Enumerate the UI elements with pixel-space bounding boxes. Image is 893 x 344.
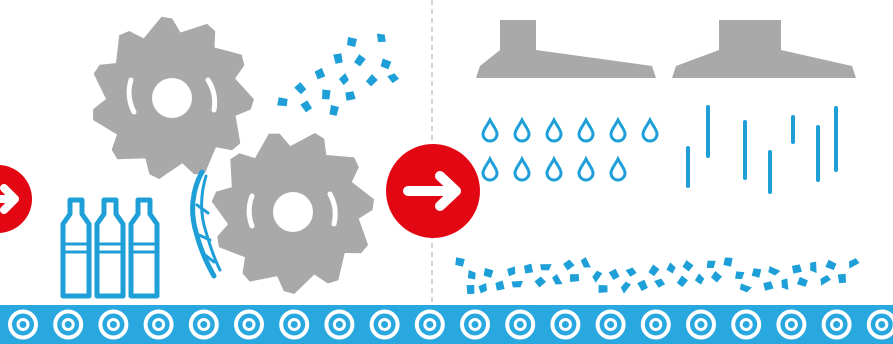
plastic-flake	[580, 256, 591, 269]
plastic-flake	[293, 81, 307, 95]
plastic-flake	[465, 268, 479, 283]
plastic-flake	[836, 272, 847, 284]
plastic-flake	[476, 281, 490, 296]
plastic-flake	[313, 67, 327, 81]
plastic-flake	[762, 280, 775, 293]
plastic-flake	[343, 89, 356, 102]
water-streams	[688, 107, 836, 192]
plastic-flake	[562, 258, 575, 271]
droplet-icon	[611, 159, 625, 180]
plastic-flake	[338, 72, 350, 86]
droplet-icon	[483, 120, 497, 141]
plastic-flake	[637, 279, 648, 291]
plastic-flake	[704, 257, 719, 271]
plastic-flake	[533, 275, 546, 288]
plastic-flake	[818, 274, 831, 285]
droplet-icon	[547, 159, 561, 180]
arrow-right-icon	[386, 144, 480, 238]
plastic-flake	[352, 53, 367, 68]
plastic-flake	[347, 37, 357, 47]
plastic-flake	[504, 264, 518, 279]
washing-hood-icon	[672, 20, 856, 78]
bottle-icon	[63, 200, 89, 296]
plastic-flake	[539, 262, 551, 271]
plastic-flake	[647, 263, 661, 277]
plastic-flake	[847, 258, 860, 269]
plastic-flake	[386, 72, 400, 85]
plastic-flake	[752, 268, 762, 278]
plastic-flake	[619, 280, 633, 293]
droplet-icon	[547, 120, 561, 141]
plastic-flake	[568, 272, 580, 283]
plastic-flake	[380, 58, 391, 69]
plastic-flake	[795, 275, 809, 289]
droplet-icon	[579, 120, 593, 141]
droplet-icon	[643, 120, 657, 141]
plastic-flake	[675, 274, 689, 288]
plastic-flake	[652, 277, 666, 290]
plastic-flake	[590, 269, 603, 282]
plastic-flake	[624, 266, 638, 279]
plastic-flake	[275, 95, 289, 109]
plastic-flake	[608, 268, 620, 280]
plastic-flake	[455, 257, 465, 267]
plastic-flake	[723, 257, 733, 267]
plastic-flake	[327, 103, 341, 117]
droplet-icon	[611, 120, 625, 141]
plastic-flake	[682, 260, 695, 273]
plastic-flakes	[275, 30, 400, 117]
plastic-flake	[300, 100, 313, 114]
washing-hood-icon	[476, 20, 656, 78]
plastic-flake	[666, 262, 677, 275]
plastic-flake	[551, 273, 562, 286]
saw-blade-icon	[212, 133, 374, 294]
water-droplets	[483, 120, 657, 180]
plastic-flake	[824, 258, 838, 272]
plastic-flake	[738, 282, 752, 294]
plastic-flake	[522, 263, 534, 275]
washed-flakes	[455, 256, 860, 295]
plastic-flake	[781, 278, 789, 290]
plastic-flake	[373, 30, 388, 46]
plastic-flake	[694, 273, 704, 285]
stage-shredding	[63, 17, 400, 296]
plastic-flake	[732, 268, 747, 282]
droplet-icon	[515, 159, 529, 180]
plastic-flake	[511, 280, 523, 289]
conveyor-belt	[0, 305, 893, 344]
plastic-flake	[790, 263, 803, 276]
plastic-flake	[767, 265, 781, 278]
droplet-icon	[515, 120, 529, 141]
plastic-flake	[364, 73, 379, 87]
plastic-flake	[710, 271, 723, 284]
plastic-flake	[597, 283, 610, 295]
saw-blade-icon	[93, 17, 254, 179]
droplet-icon	[483, 159, 497, 180]
arrow-right-icon	[0, 165, 32, 233]
bottle-icon	[131, 200, 157, 296]
plastic-flake	[319, 88, 332, 102]
droplet-icon	[579, 159, 593, 180]
plastic-flake	[465, 283, 477, 295]
plastic-flake	[494, 280, 507, 293]
bottle-icon	[97, 200, 123, 296]
plastic-flake	[809, 261, 818, 273]
plastic-flake	[484, 268, 494, 278]
crushed-bottle-icon	[193, 172, 220, 276]
plastic-flake	[333, 53, 344, 65]
stage-washing	[455, 20, 860, 296]
